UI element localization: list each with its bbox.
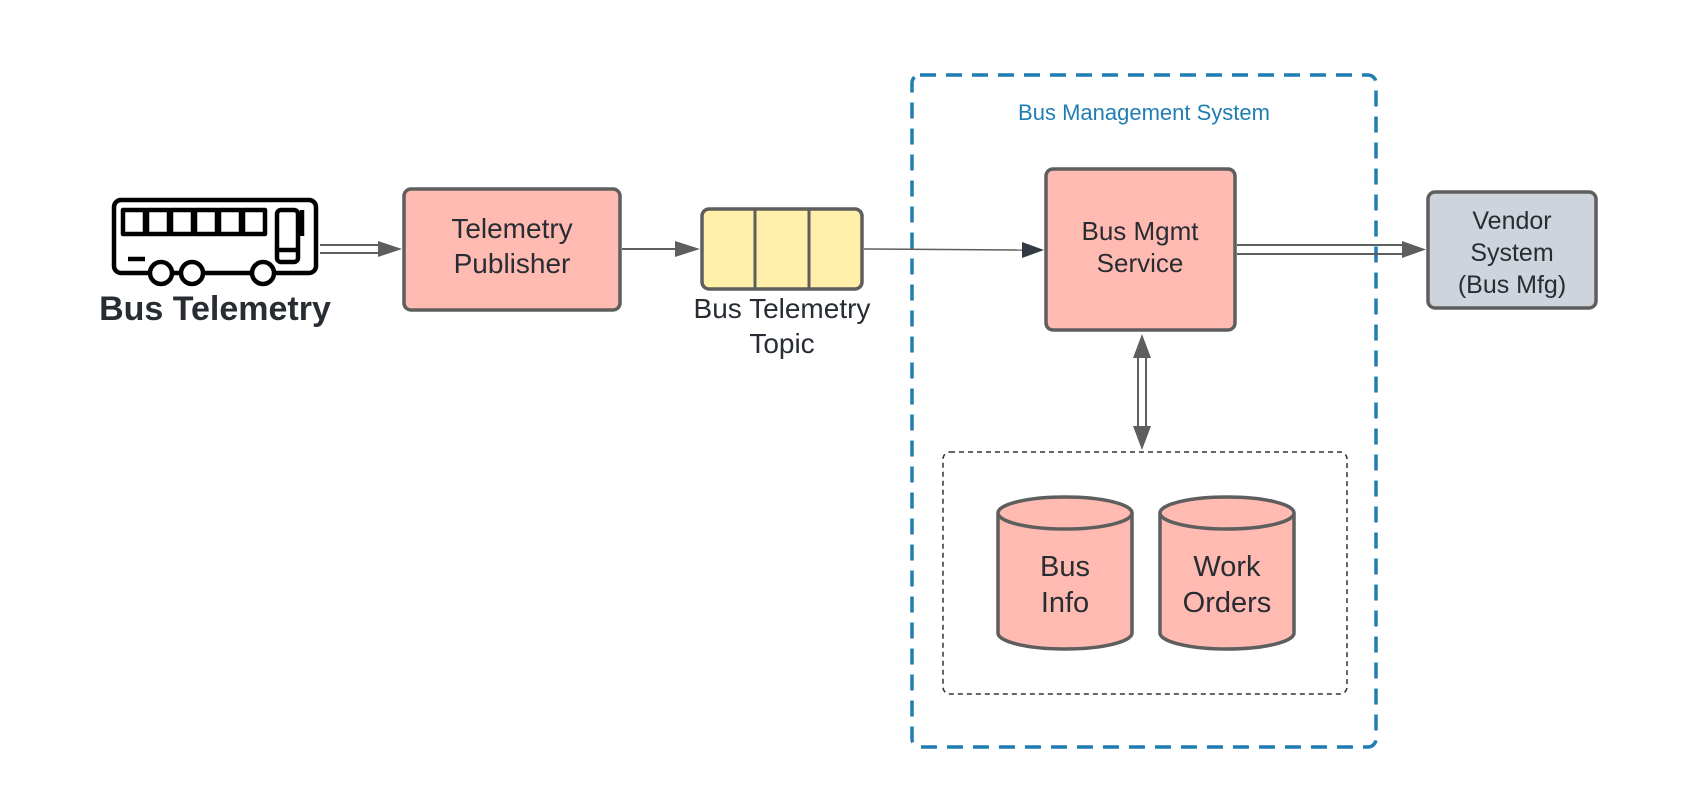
bus-mgmt-service-node[interactable]: Bus Mgmt Service <box>1044 167 1237 332</box>
bus-icon <box>111 197 319 287</box>
vendor-system-node[interactable]: Vendor System (Bus Mfg) <box>1426 190 1598 310</box>
work-orders-label-line2: Orders <box>1183 587 1272 619</box>
bus-management-system-boundary: Bus Management System <box>910 73 1378 749</box>
boundary-label: Bus Management System <box>1018 100 1270 125</box>
vendor-system-label-line1: Vendor <box>1472 207 1551 235</box>
connector-publisher-to-topic <box>622 241 700 257</box>
connector-topic-to-service <box>863 242 1044 258</box>
connector-bus-to-publisher <box>320 241 402 257</box>
bus-info-label-line1: Bus <box>1040 551 1090 583</box>
bus-mgmt-service-label-line2: Service <box>1097 248 1184 278</box>
work-orders-label-line1: Work <box>1193 551 1261 583</box>
telemetry-publisher-label-line2: Publisher <box>454 248 571 279</box>
work-orders-database[interactable]: Work Orders <box>1158 495 1296 651</box>
bus-mgmt-service-label-line1: Bus Mgmt <box>1081 216 1199 246</box>
vendor-system-label-line2: System <box>1470 239 1553 267</box>
database-group <box>942 451 1348 695</box>
telemetry-publisher-label-line1: Telemetry <box>451 213 572 244</box>
bus-info-label-line2: Info <box>1041 587 1089 619</box>
topic-label-line1: Bus Telemetry <box>694 293 871 324</box>
connector-service-to-vendor <box>1237 241 1426 258</box>
source-label: Bus Telemetry <box>99 290 331 328</box>
topic-label-line2: Topic <box>749 328 814 359</box>
connector-service-to-databases <box>1133 334 1151 450</box>
bus-telemetry-topic-node[interactable] <box>700 207 864 291</box>
bus-info-database[interactable]: Bus Info <box>996 495 1134 651</box>
telemetry-publisher-node[interactable]: Telemetry Publisher <box>402 187 622 312</box>
vendor-system-label-line3: (Bus Mfg) <box>1458 271 1566 299</box>
